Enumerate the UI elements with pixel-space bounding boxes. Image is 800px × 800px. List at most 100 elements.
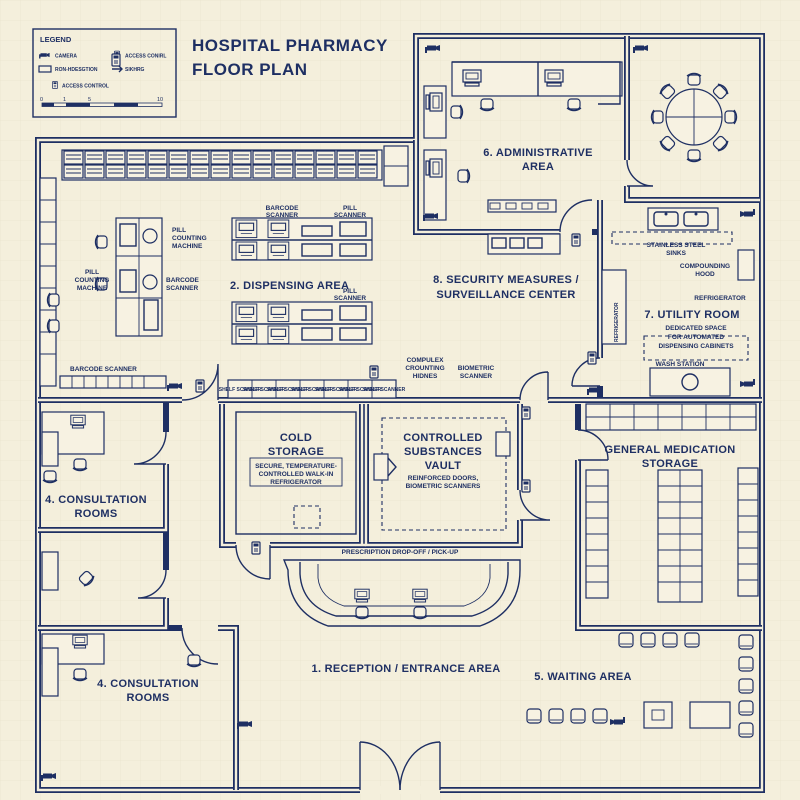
consult-top-label-1: 4. CONSULTATION bbox=[45, 494, 147, 506]
refrigerator-vertical-label: REFRIGERATOR bbox=[614, 302, 620, 342]
cabinets-line-3: DISPENSING CABINETS bbox=[658, 343, 734, 350]
legend-item-access: ACCESS CONIRL bbox=[125, 54, 166, 60]
main-entrance-doors[interactable] bbox=[359, 741, 441, 794]
shelf-unit bbox=[252, 150, 273, 165]
barcode-scanner-top-2: SCANNER bbox=[266, 212, 298, 219]
general-storage-shelves bbox=[585, 403, 759, 603]
keypad-icon bbox=[587, 351, 597, 365]
keypad-icon bbox=[571, 233, 581, 247]
shelf-unit bbox=[357, 150, 378, 165]
legend-keypad-icon bbox=[52, 81, 58, 89]
cold-storage bbox=[235, 411, 357, 535]
pill-scanner-top-1: PILL bbox=[343, 205, 357, 212]
pill-counting-1-line-3: MACHINE bbox=[172, 243, 203, 250]
shelf-unit bbox=[84, 164, 105, 179]
pill-scanner-top-2: SCANNER bbox=[334, 212, 366, 219]
shelf-tag-6: SHELF SCANNER bbox=[339, 387, 382, 393]
vault-note-2: BIOMETRIC SCANNERS bbox=[406, 483, 481, 490]
hood-line-1: COMPOUNDING bbox=[680, 263, 730, 270]
dispensing-workstations-bottom bbox=[231, 301, 373, 345]
shelf-unit bbox=[231, 150, 252, 165]
cabinets-line-2: FOR AUTOMATED bbox=[668, 334, 725, 341]
shelf-unit bbox=[84, 150, 105, 165]
shelf-tag-3: SHELF SCANNER bbox=[267, 387, 310, 393]
keypad-icon bbox=[251, 541, 261, 555]
conference-table bbox=[650, 72, 738, 163]
consultation-room-bottom bbox=[41, 633, 202, 697]
barcode-counter bbox=[59, 375, 167, 389]
shelf-unit bbox=[168, 150, 189, 165]
legend-heading: LEGEND bbox=[40, 35, 72, 44]
scale-tick-10: 10 bbox=[157, 97, 163, 103]
biometric-line-2: SCANNER bbox=[460, 373, 492, 380]
cold-storage-label-1: COLD bbox=[280, 432, 312, 444]
shelf-unit bbox=[105, 150, 126, 165]
legend-flow-icon bbox=[112, 65, 123, 73]
utility-room bbox=[601, 207, 755, 397]
shelf-unit bbox=[105, 164, 126, 179]
pill-counting-2-line-2: COUNTING bbox=[75, 277, 110, 284]
scale-tick-0: 0 bbox=[40, 97, 43, 103]
shelf-unit bbox=[147, 164, 168, 179]
scale-tick-1: 1 bbox=[63, 97, 66, 103]
shelf-unit bbox=[126, 150, 147, 165]
shelf-unit bbox=[63, 164, 84, 179]
shelf-tag-5: SHELF SCANNER bbox=[315, 387, 358, 393]
legend: LEGEND CAMERA ACCESS CONIRL RON-HDESGTIO… bbox=[32, 28, 177, 118]
door-swings bbox=[133, 159, 654, 665]
cold-note-3: REFRIGERATOR bbox=[270, 479, 322, 486]
waiting-area-label: 5. WAITING AREA bbox=[534, 671, 632, 683]
sinks-line-1: STAINLESS STEEL bbox=[647, 242, 706, 249]
consultation-room-mid bbox=[41, 551, 97, 591]
dispensing-workstations-top bbox=[231, 217, 373, 261]
biometric-line-1: BIOMETRIC bbox=[458, 365, 495, 372]
legend-item-access-control: ACCESS CONTROL bbox=[62, 84, 109, 90]
keypad-icon bbox=[521, 406, 531, 420]
shelf-unit bbox=[336, 150, 357, 165]
admin-area-label: 6. ADMINISTRATIVE bbox=[483, 147, 593, 159]
sinks-line-2: SINKS bbox=[666, 250, 687, 257]
shelf-unit bbox=[273, 150, 294, 165]
consult-bottom-label-1: 4. CONSULTATION bbox=[97, 678, 199, 690]
legend-item-shelving: RON-HDESGTION bbox=[55, 67, 98, 73]
refrigerator-label: REFRIGERATOR bbox=[694, 295, 746, 302]
shelf-tag-7: SHELF SCANNER bbox=[363, 387, 406, 393]
shelf-unit bbox=[315, 164, 336, 179]
compulex-line-3: HIDNES bbox=[413, 373, 438, 380]
security-console bbox=[487, 199, 561, 255]
prescription-counter bbox=[282, 559, 521, 627]
vault-label-3: VAULT bbox=[425, 460, 462, 472]
pill-scanner-mid-1: PILL bbox=[343, 288, 357, 295]
consultation-room-top bbox=[41, 411, 105, 484]
controlled-substances-vault bbox=[373, 417, 511, 531]
admin-area: 6. ADMINISTRATIVE AREA bbox=[423, 61, 623, 255]
barcode-scanner-left-1: BARCODE bbox=[166, 277, 200, 284]
pill-counting-2-line-3: MACHINE bbox=[77, 285, 108, 292]
cold-storage-label-2: STORAGE bbox=[268, 446, 324, 458]
shelf-unit bbox=[168, 164, 189, 179]
keypad-icon bbox=[111, 53, 121, 67]
general-storage-label-2: STORAGE bbox=[642, 458, 698, 470]
shelf-unit bbox=[273, 164, 294, 179]
shelf-unit bbox=[210, 164, 231, 179]
shelf-unit bbox=[357, 164, 378, 179]
reception-label: 1. RECEPTION / ENTRANCE AREA bbox=[312, 663, 501, 675]
utility-room-label: 7. UTILITY ROOM bbox=[644, 309, 739, 321]
shelf-unit bbox=[189, 164, 210, 179]
plan-title-line-2: FLOOR PLAN bbox=[192, 60, 308, 79]
shelf-unit bbox=[252, 164, 273, 179]
shelf-unit bbox=[189, 150, 210, 165]
legend-shelf-icon bbox=[38, 65, 52, 73]
scale-bar bbox=[41, 102, 163, 107]
shelf-tag-4: SHELF SCANNER bbox=[291, 387, 334, 393]
barcode-scanner-bottom: BARCODE SCANNER bbox=[70, 366, 137, 373]
vault-note-1: REINFORCED DOORS, bbox=[408, 475, 479, 482]
shelf-unit bbox=[315, 150, 336, 165]
plan-title-line-1: HOSPITAL PHARMACY bbox=[192, 36, 388, 55]
vault-label-1: CONTROLLED bbox=[403, 432, 482, 444]
barcode-scanner-left-2: SCANNER bbox=[166, 285, 198, 292]
keypad-icon bbox=[521, 479, 531, 493]
barcode-scanner-top-1: BARCODE bbox=[266, 205, 300, 212]
compulex-line-1: COMPULEX bbox=[407, 357, 445, 364]
